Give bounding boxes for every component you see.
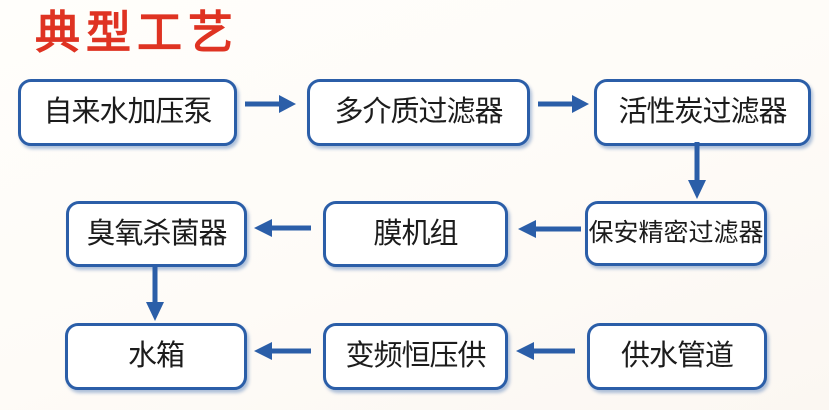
arrow-left-membrane-to-ozone: [254, 219, 311, 237]
flow-node-ozone-sterilizer: 臭氧杀菌器: [66, 201, 247, 267]
flow-node-label: 膜机组: [373, 217, 458, 250]
flow-node-label: 变频恒压供: [345, 340, 486, 372]
flow-node-label: 保安精密过滤器: [588, 219, 764, 247]
flow-node-multimedia-filter: 多介质过滤器: [307, 79, 530, 146]
flow-node-tap-water-pressure-pump: 自来水加压泵: [18, 79, 237, 146]
flow-node-label: 臭氧杀菌器: [86, 217, 227, 250]
arrow-left-vfd-to-water-tank: [254, 342, 311, 360]
flow-node-water-supply-pipeline: 供水管道: [587, 323, 767, 390]
arrow-down-carbon-to-precision-filter: [688, 142, 706, 199]
flow-node-activated-carbon-filter: 活性炭过滤器: [594, 79, 811, 146]
flow-node-water-tank: 水箱: [65, 323, 247, 390]
arrow-left-precision-to-membrane: [518, 220, 581, 238]
arrow-down-ozone-to-water-tank: [146, 265, 164, 321]
flow-node-membrane-unit: 膜机组: [323, 201, 508, 267]
page-title: 典型工艺: [35, 7, 240, 58]
flow-node-security-precision-filter: 保安精密过滤器: [585, 201, 767, 266]
arrow-right-multimedia-to-carbon-filter: [538, 95, 589, 113]
flow-node-label: 自来水加压泵: [43, 96, 212, 128]
flow-node-label: 多介质过滤器: [334, 96, 503, 128]
flow-node-vfd-constant-pressure-supply: 变频恒压供: [323, 323, 508, 390]
flow-node-label: 水箱: [127, 340, 185, 372]
arrow-left-pipeline-to-vfd: [516, 342, 575, 360]
arrow-right-pump-to-multimedia-filter: [245, 95, 296, 113]
flow-node-label: 活性炭过滤器: [618, 96, 787, 128]
flow-node-label: 供水管道: [620, 340, 734, 372]
